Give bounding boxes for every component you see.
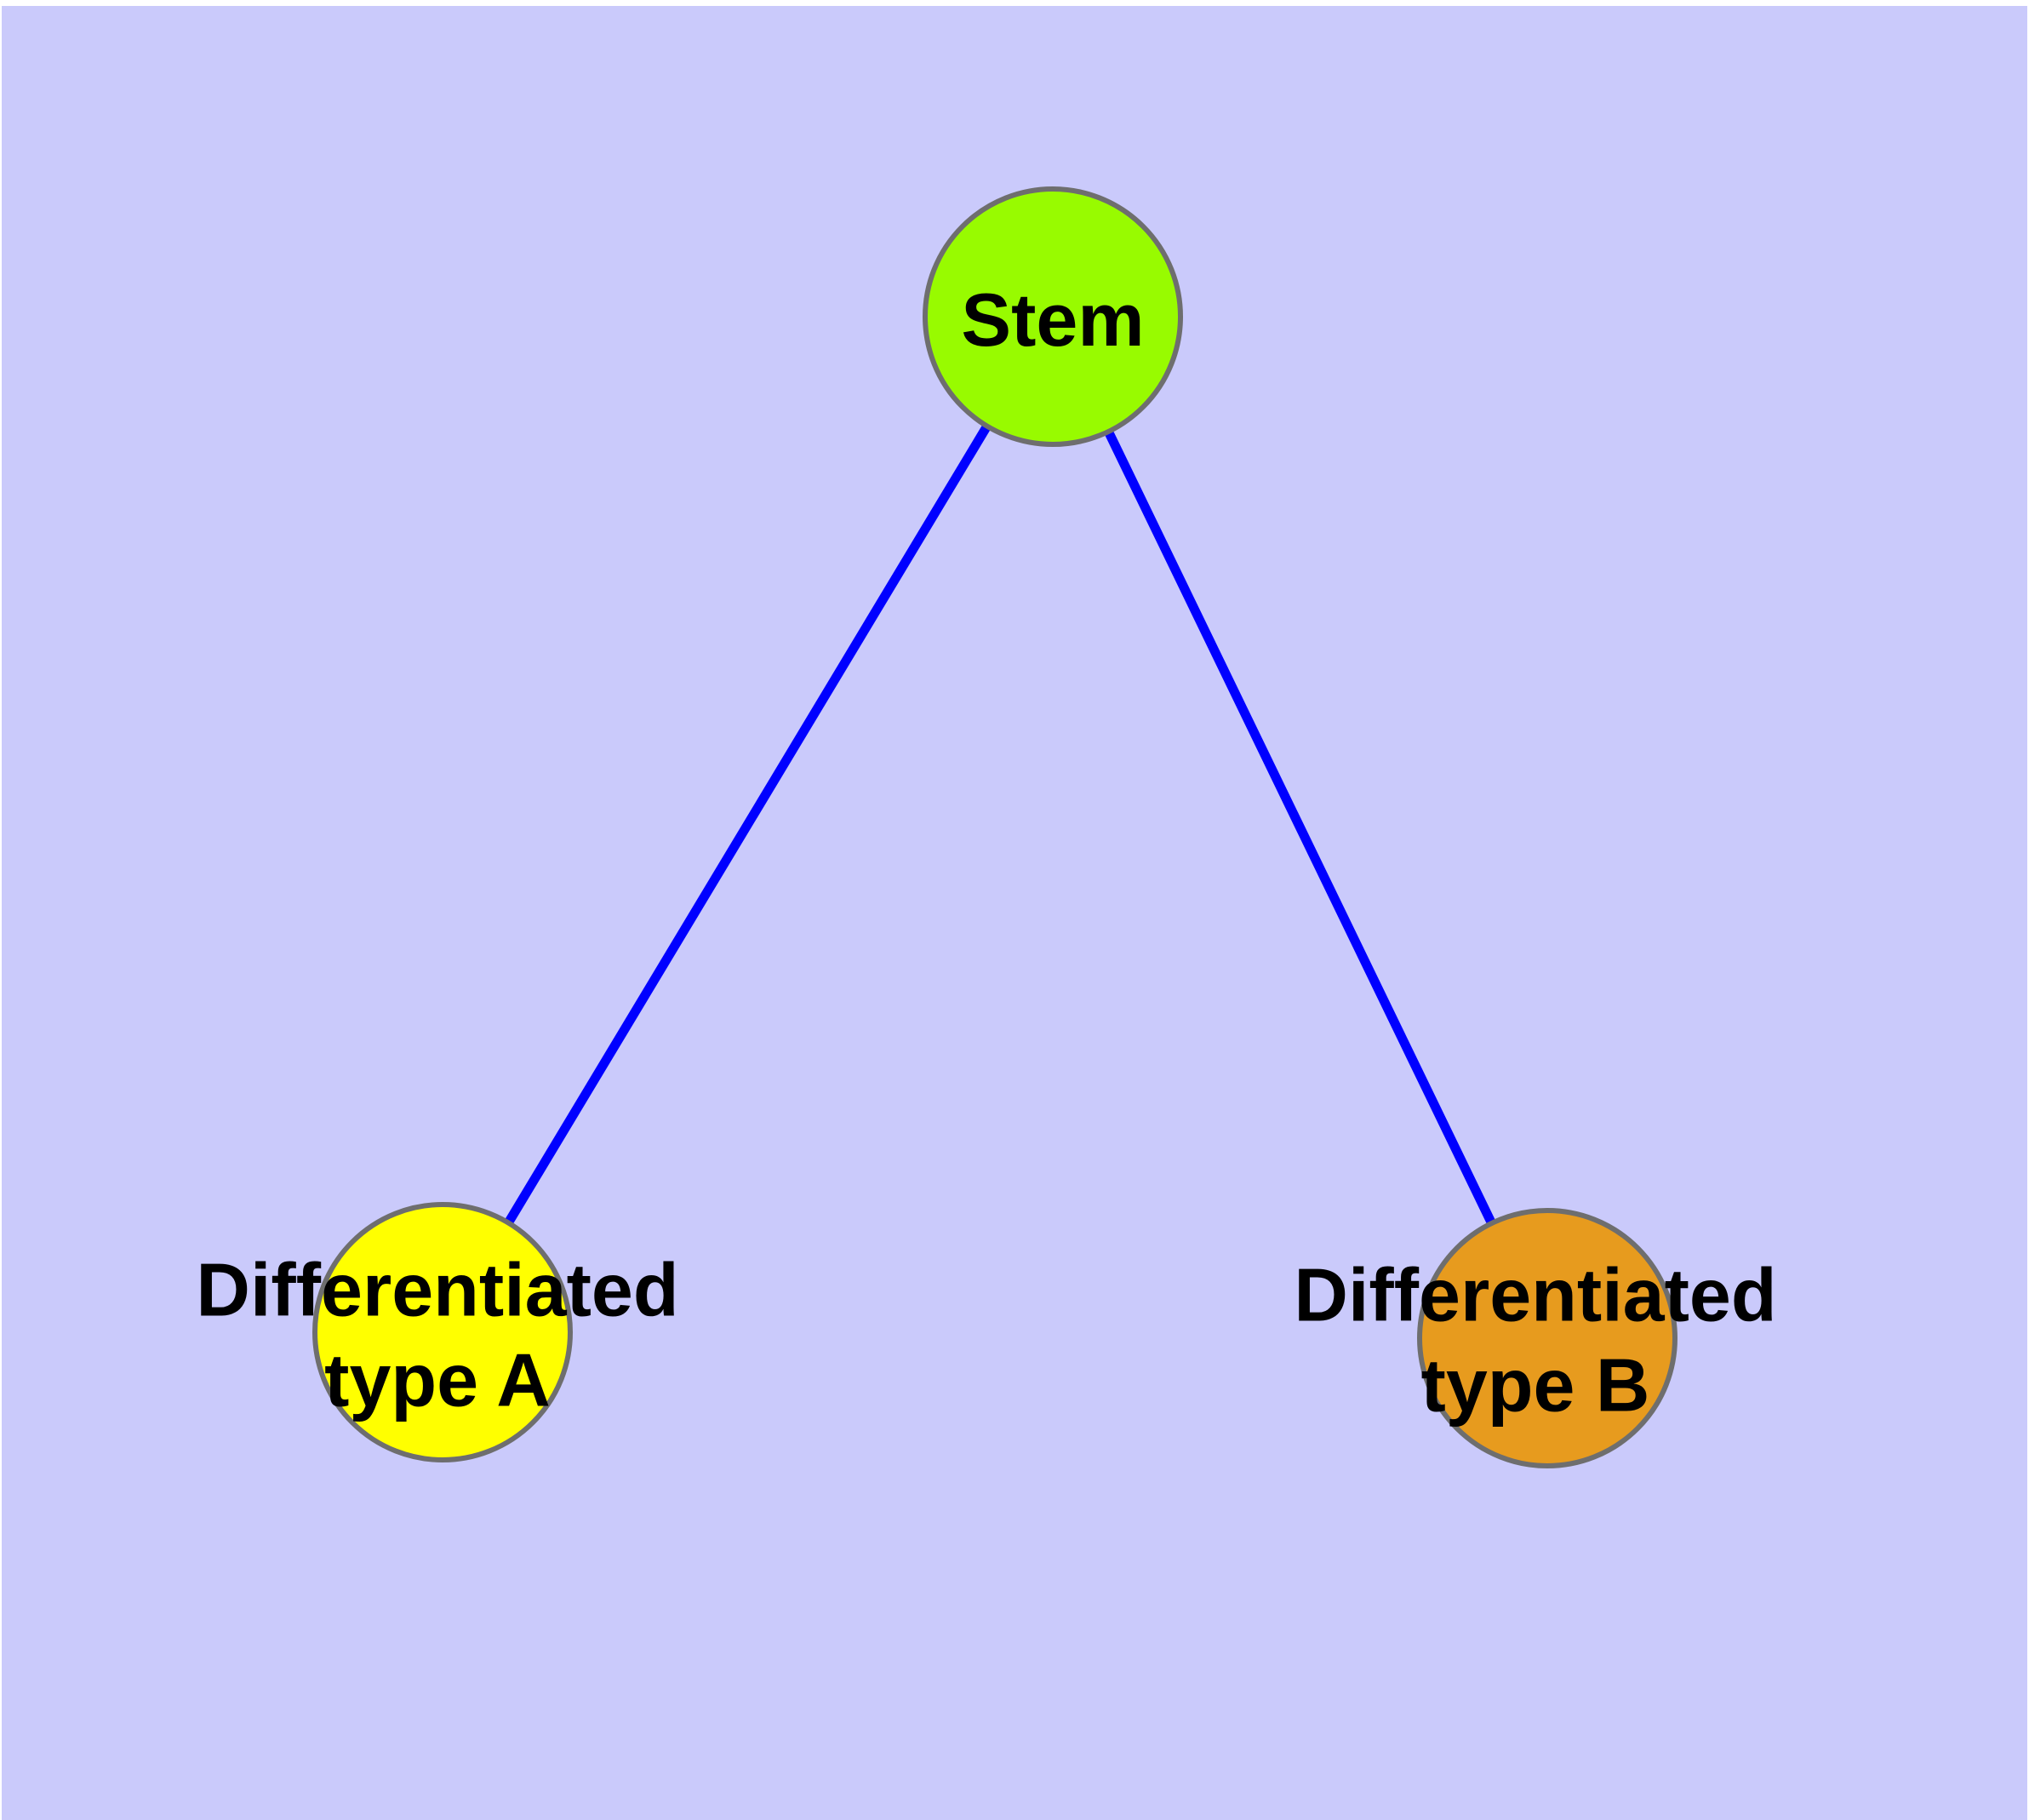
edge-stem-to-type-a [438,314,1057,1335]
node-group [312,186,1677,1468]
node-differentiated-type-a [312,1202,573,1462]
edge-stem-to-type-b [1049,314,1552,1341]
node-stem [923,186,1183,447]
edge-group [438,314,1552,1341]
node-differentiated-type-b [1417,1208,1677,1468]
